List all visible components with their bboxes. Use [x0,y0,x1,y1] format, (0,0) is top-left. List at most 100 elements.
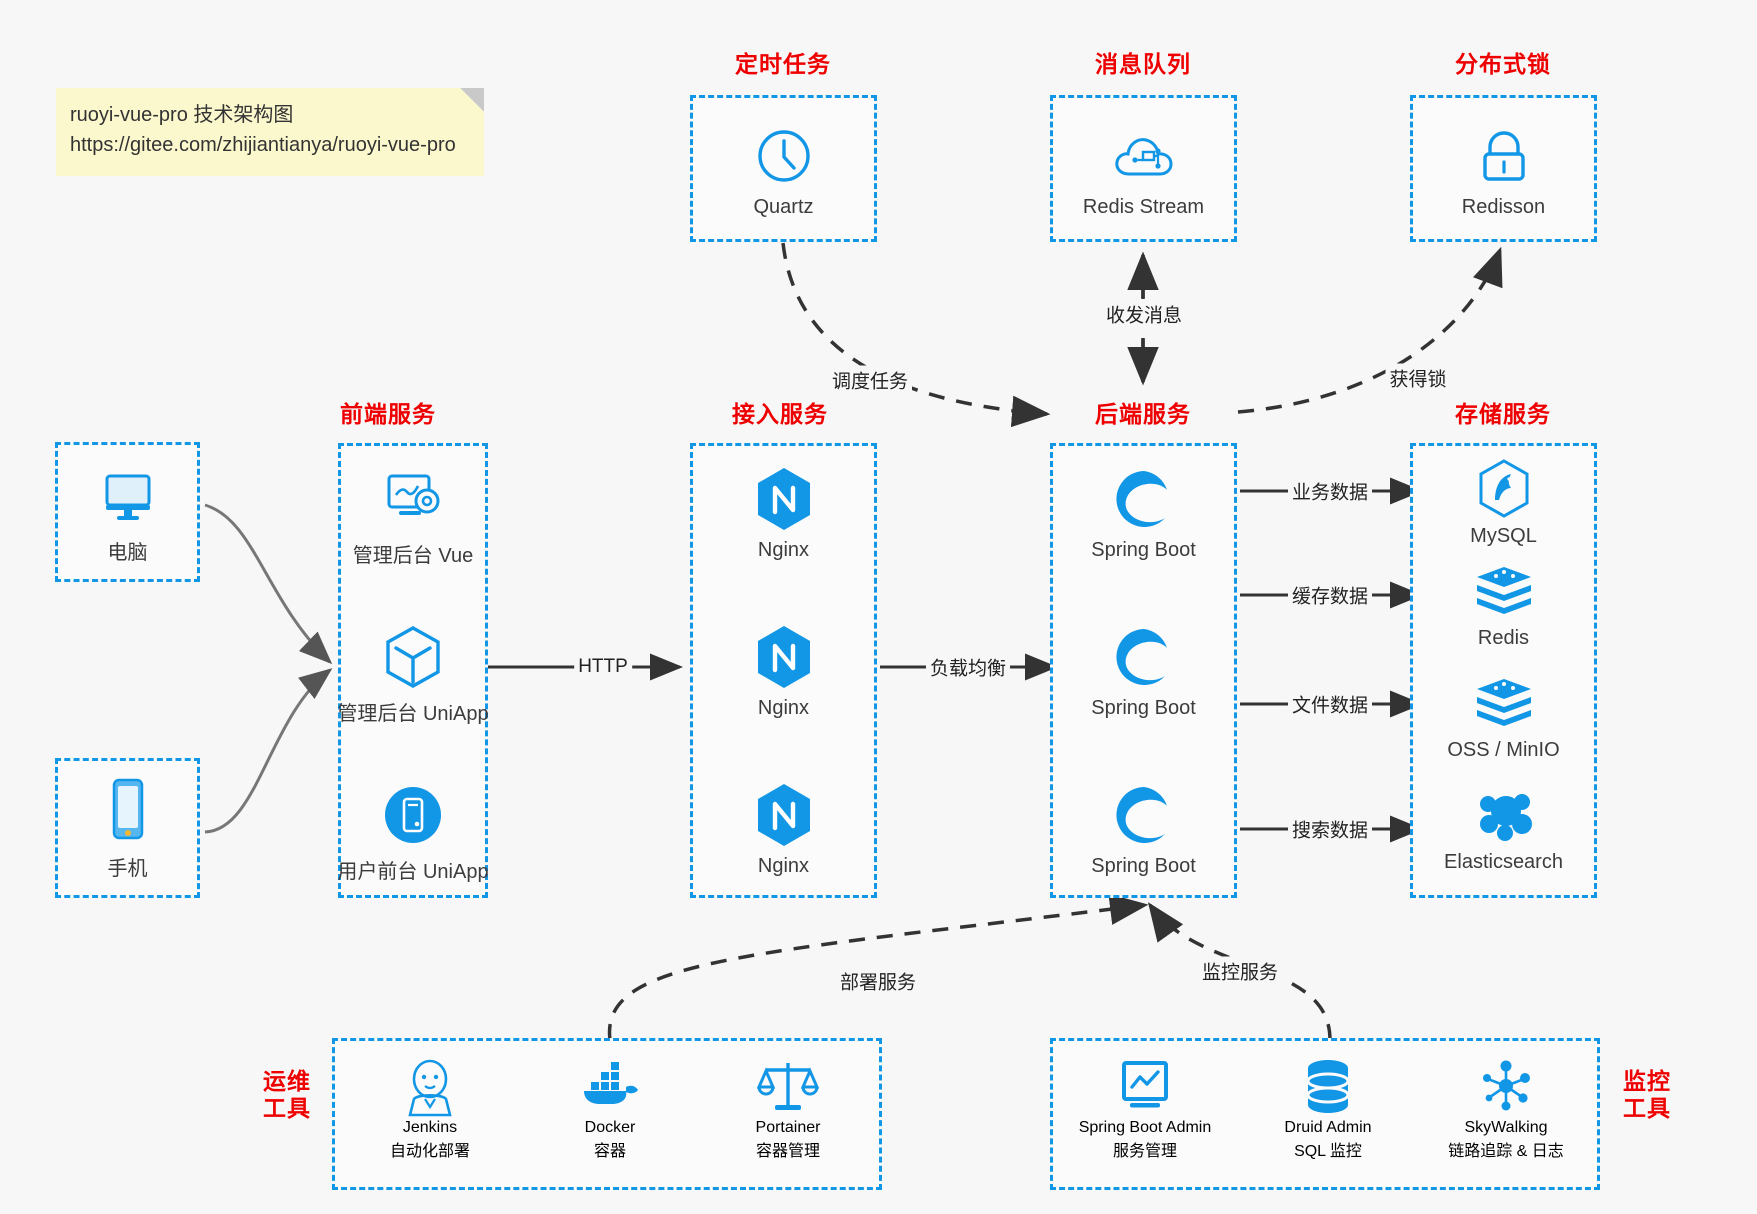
group-label-devops: 运维 工具 [252,1068,322,1122]
node-sublabel: SQL 监控 [1294,1143,1362,1160]
node-redis-stream: Redis Stream [1053,123,1234,219]
group-box-computer: 电脑 [55,442,200,582]
group-label-gateway: 接入服务 [732,401,828,427]
group-label-scheduled-task: 定时任务 [735,51,831,77]
group-box-monitoring: Spring Boot Admin 服务管理 Druid Admin SQL 监… [1050,1038,1600,1190]
edge-label-acquire-lock: 获得锁 [1385,363,1451,393]
node-spring-boot-3: Spring Boot [1053,782,1234,878]
node-druid-admin: Druid Admin SQL 监控 [1233,1057,1423,1161]
node-label: Nginx [757,855,810,877]
group-box-phone: 手机 [55,758,200,898]
node-redis: Redis [1413,562,1594,650]
node-label: Jenkins [402,1119,458,1136]
spring-icon [1113,466,1175,532]
node-label: 管理后台 Vue [352,545,474,567]
edge-label-schedule-task: 调度任务 [827,365,913,395]
sticky-note-fold-icon [460,88,484,112]
jenkins-icon [401,1057,459,1119]
node-label: Spring Boot Admin [1078,1119,1212,1136]
redis-icon [1473,562,1535,620]
node-sublabel: 容器管理 [755,1143,820,1160]
group-box-message-queue: Redis Stream [1050,95,1237,242]
nginx-icon [755,782,813,848]
node-spring-boot-2: Spring Boot [1053,624,1234,720]
node-mysql: MySQL [1413,459,1594,548]
group-label-monitoring-line-1: 监控 [1623,1068,1671,1094]
nginx-icon [755,624,813,690]
node-label: Docker [584,1119,636,1136]
node-spring-boot-1: Spring Boot [1053,466,1234,562]
node-label: Quartz [753,196,814,218]
group-label-devops-line-1: 运维 [263,1068,311,1094]
node-label: Redis [1477,627,1530,649]
cube-icon [382,624,444,690]
edge-label-send-receive-message: 收发消息 [1101,299,1187,329]
node-admin-vue: 管理后台 Vue [341,466,485,568]
group-label-monitoring: 监控 工具 [1612,1068,1682,1122]
node-label: 管理后台 UniApp [337,703,489,725]
elasticsearch-icon [1473,786,1535,844]
node-label: 手机 [107,858,148,880]
edge-computer-frontend [204,503,333,665]
node-label: SkyWalking [1464,1119,1548,1136]
group-box-gateway: Nginx Nginx Nginx [690,443,877,898]
node-elasticsearch: Elasticsearch [1413,786,1594,874]
group-box-scheduled-task: Quartz [690,95,877,242]
edge-label-http: HTTP [574,655,632,679]
group-box-frontend: 管理后台 Vue 管理后台 UniApp 用户前台 UniApp [337,443,489,898]
database-icon [1301,1057,1355,1119]
node-label: Redis Stream [1082,196,1205,218]
spring-icon [1113,782,1175,848]
node-label: Portainer [755,1119,821,1136]
group-label-message-queue: 消息队列 [1095,51,1191,77]
group-label-backend: 后端服务 [1095,401,1191,427]
node-sublabel: 自动化部署 [389,1143,470,1160]
node-label: 用户前台 UniApp [337,861,489,883]
spring-icon [1113,624,1175,690]
node-spring-boot-admin: Spring Boot Admin 服务管理 [1050,1057,1240,1161]
node-portainer: Portainer 容器管理 [693,1057,883,1161]
group-box-storage: MySQL Redis [1410,443,1597,898]
scales-icon [756,1057,820,1119]
group-box-distributed-lock: Redisson [1410,95,1597,242]
node-label: Spring Boot [1091,697,1196,719]
sticky-note: ruoyi-vue-pro 技术架构图 https://gitee.com/zh… [56,88,484,176]
node-label: Druid Admin [1284,1119,1372,1136]
group-label-distributed-lock: 分布式锁 [1455,51,1551,77]
cloud-stream-icon [1113,123,1175,189]
node-redisson: Redisson [1413,123,1594,219]
node-computer: 电脑 [58,463,197,565]
node-skywalking: SkyWalking 链路追踪 & 日志 [1411,1057,1601,1161]
nginx-icon [755,466,813,532]
node-sublabel: 服务管理 [1112,1143,1177,1160]
node-label: 电脑 [107,542,148,564]
node-label: Nginx [757,539,810,561]
node-oss-minio: OSS / MinIO [1413,674,1594,762]
group-label-devops-line-2: 工具 [263,1095,311,1122]
edge-label-deploy-service: 部署服务 [835,966,921,996]
node-label: Spring Boot [1091,855,1196,877]
edge-label-load-balance: 负载均衡 [925,652,1011,682]
group-label-frontend: 前端服务 [340,401,436,427]
sticky-note-line-2: https://gitee.com/zhijiantianya/ruoyi-vu… [70,134,456,156]
node-docker: Docker 容器 [515,1057,705,1161]
node-nginx-2: Nginx [693,624,874,720]
edge-label-cache-data: 缓存数据 [1287,580,1373,610]
edge-label-file-data: 文件数据 [1287,689,1373,719]
docker-icon [578,1057,642,1119]
node-label: OSS / MinIO [1447,739,1560,761]
skywalking-icon [1477,1057,1535,1119]
monitor-chart-icon [1116,1057,1174,1119]
node-user-uniapp: 用户前台 UniApp [337,782,489,884]
node-quartz: Quartz [693,123,874,219]
node-jenkins: Jenkins 自动化部署 [335,1057,525,1161]
edge-label-business-data: 业务数据 [1287,476,1373,506]
edge-label-search-data: 搜索数据 [1287,814,1373,844]
node-label: Elasticsearch [1444,851,1563,873]
redis-icon [1473,674,1535,732]
mobile-circle-icon [382,782,444,848]
dashboard-gear-icon [381,466,445,532]
edge-quartz-backend [781,242,1051,428]
node-phone: 手机 [58,773,197,881]
